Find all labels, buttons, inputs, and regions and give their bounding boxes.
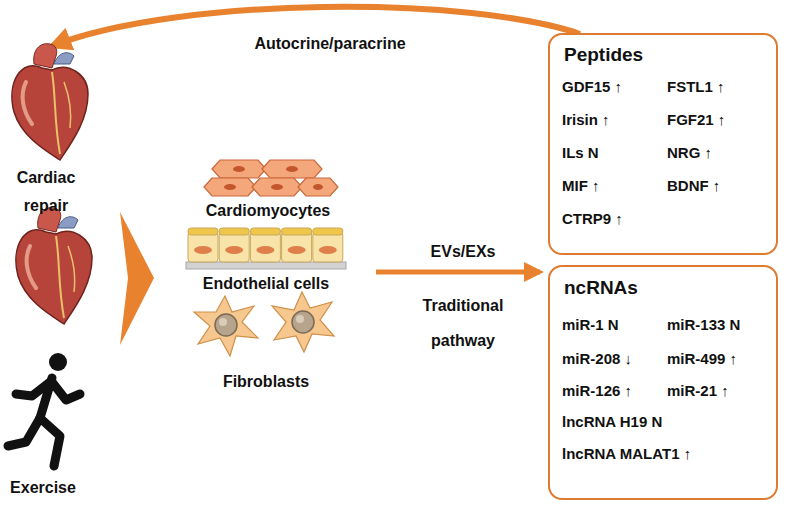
box-heading: ncRNAs [564, 277, 638, 299]
list-item: lncRNA H19 N [562, 413, 662, 431]
label: Cardiomyocytes [188, 201, 348, 221]
list-item: miR-126 ↑ [562, 382, 632, 400]
list-item: MIF ↑ [562, 177, 600, 195]
label: Endothelial cells [181, 274, 351, 294]
list-item: miR-21 ↑ [667, 382, 729, 400]
list-item: miR-208 ↓ [562, 350, 632, 368]
label: Cardiac repair [4, 164, 88, 220]
label: Traditional pathway [408, 288, 518, 358]
list-item: ILs N [562, 144, 599, 162]
list-item: BDNF ↑ [667, 177, 720, 195]
list-box: ncRNAs miR-1 N miR-133 N miR-208 ↓ miR-499 ↑… [548, 265, 778, 500]
list-item: FSTL1 ↑ [667, 78, 725, 96]
list-item: miR-499 ↑ [667, 350, 737, 368]
list-item: GDF15 ↑ [562, 78, 622, 96]
list-box: PeptidesGDF15 ↑ FSTL1 ↑ Irisin ↑ FGF21 ↑ ILs… [548, 33, 778, 255]
list-item: NRG ↑ [667, 144, 712, 162]
list-item: lncRNA MALAT1 ↑ [562, 445, 691, 463]
box-heading: Peptides [564, 44, 643, 66]
list-item: FGF21 ↑ [667, 111, 725, 129]
list-item: miR-1 N [562, 316, 619, 334]
label: EVs/EXs [403, 242, 523, 262]
list-item: Irisin ↑ [562, 111, 610, 129]
label: Autocrine/paracrine [230, 34, 430, 54]
label: Exercise [3, 478, 83, 498]
list-item: miR-133 N [667, 316, 740, 334]
label: Fibroblasts [196, 372, 336, 392]
list-item: CTRP9 ↑ [562, 210, 623, 228]
